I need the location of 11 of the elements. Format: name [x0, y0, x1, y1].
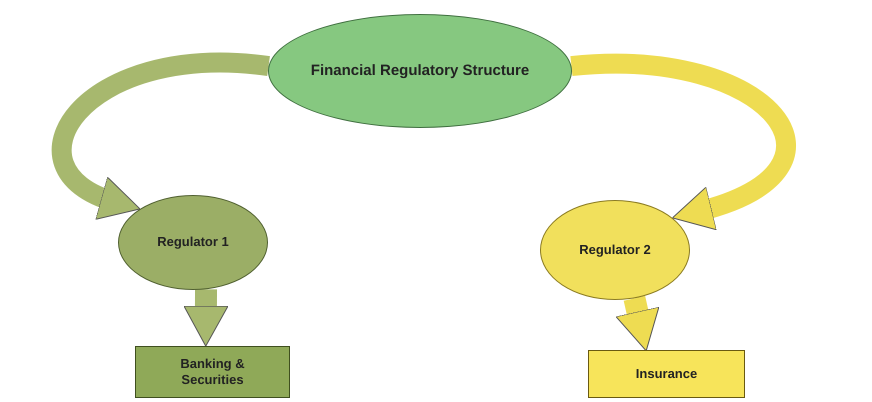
node-label: Regulator 1: [157, 234, 229, 251]
node-label: Banking & Securities: [179, 356, 246, 388]
process-box: [135, 346, 290, 398]
node-label: Regulator 2: [579, 242, 651, 258]
node-label: Financial Regulatory Structure: [310, 62, 530, 80]
node-label: Insurance: [636, 366, 698, 382]
block-arrow: [183, 289, 228, 347]
block-arrow: [570, 54, 796, 229]
process-box: [588, 350, 745, 398]
block-arrow: [52, 52, 270, 218]
block-arrow: [615, 296, 660, 352]
